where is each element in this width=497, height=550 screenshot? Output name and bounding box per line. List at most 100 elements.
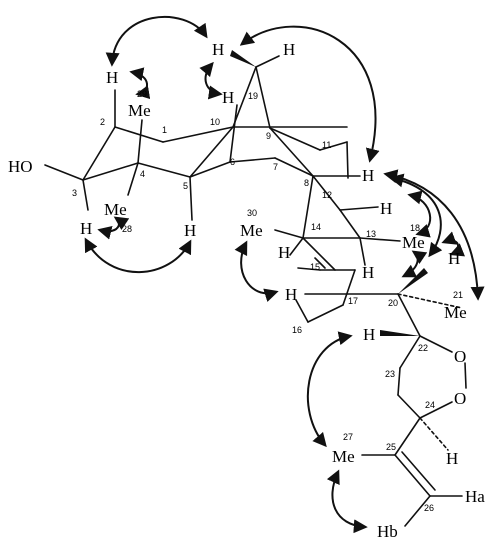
label-h-me18: H: [448, 249, 460, 268]
bond-c5-h: [189, 176, 193, 221]
label-hb: Hb: [377, 522, 398, 541]
label-h-c10: H: [222, 88, 234, 107]
locant-18: 18: [410, 223, 420, 233]
locant-8: 8: [304, 178, 309, 188]
bond-c2-c1: [114, 126, 164, 143]
locant-21: 21: [453, 290, 463, 300]
label-h-c12: H: [380, 199, 392, 218]
wedge-c20-h: [398, 268, 428, 294]
label-me-28: Me: [104, 200, 127, 219]
label-h-c16: H: [285, 285, 297, 304]
locant-24: 24: [425, 400, 435, 410]
noe-me18-h20: [441, 231, 466, 257]
noe-h3-h5: [84, 237, 192, 274]
locant-19: 19: [248, 91, 258, 101]
noe-h3-me28: [97, 216, 130, 240]
label-h-c5: H: [184, 221, 196, 240]
label-ho: HO: [8, 157, 33, 176]
locant-28: 28: [122, 224, 132, 234]
bond-c23-c24a: [397, 367, 401, 396]
bond-c17-c16: [342, 269, 356, 306]
bond-c12-h: [339, 206, 379, 211]
bond-c8-c12: [312, 175, 341, 211]
label-h-c19a: H: [212, 40, 224, 59]
locant-7: 7: [273, 162, 278, 172]
locant-14: 14: [311, 222, 321, 232]
bond-o-o: [464, 362, 467, 389]
noe-h2-me29: [129, 67, 151, 100]
bond-o-c3: [44, 164, 84, 181]
locant-12: 12: [322, 190, 332, 200]
bond-c8-c14: [302, 175, 314, 239]
locant-10: 10: [210, 117, 220, 127]
noe-h19-h8: [239, 25, 380, 163]
label-me-21: Me: [444, 303, 467, 322]
bond-c15-c16a: [297, 267, 321, 271]
bond-c22-c23: [399, 335, 421, 369]
bond-c4-me29: [137, 119, 143, 164]
bond-c25-c26a: [394, 454, 431, 497]
bond-c9-c11: [269, 127, 321, 151]
locant-11: 11: [322, 140, 331, 150]
locant-6: 6: [230, 157, 235, 167]
noe-me30-h16: [234, 240, 279, 302]
label-me-30: Me: [240, 221, 263, 240]
label-o-1: O: [454, 347, 466, 366]
noe-h15-me18: [401, 250, 428, 278]
bond-c14-h: [289, 237, 304, 256]
bond-c19-c9: [255, 66, 271, 129]
atom-labels: HO H Me Me H H H H H H H Me H Me H H H M…: [8, 40, 485, 541]
label-o-2: O: [454, 389, 466, 408]
locant-29: 29: [137, 89, 147, 99]
hash-c24-h: [419, 417, 449, 451]
bond-c22-o: [419, 335, 453, 353]
locant-27: 27: [343, 432, 353, 442]
noe-h8-me21: [383, 169, 485, 301]
locant-15: 15: [310, 262, 320, 272]
locant-5: 5: [183, 181, 188, 191]
label-h-c24: H: [446, 449, 458, 468]
noe-h19-h10: [199, 61, 223, 100]
bond-c25-c26b: [401, 451, 436, 491]
bond-c6-c10: [229, 104, 238, 163]
bond-c12-c13: [339, 209, 361, 239]
locant-numbers: 1 2 3 4 5 6 7 8 9 10 11 12 13 14 15 16 1…: [72, 89, 463, 513]
locant-1: 1: [162, 125, 167, 135]
locant-13: 13: [366, 229, 376, 239]
bond-c4-c5: [137, 162, 191, 178]
label-h-c2: H: [106, 68, 118, 87]
wedge-c19-h: [230, 50, 256, 67]
bond-c14-me30: [274, 229, 304, 239]
bond-c13-c17a: [359, 237, 366, 266]
bond-c3-c4: [82, 162, 139, 181]
label-h-c15: H: [362, 263, 374, 282]
locant-16: 16: [292, 325, 302, 335]
bond-c24-c25: [394, 417, 421, 456]
bond-c1-c10: [162, 126, 234, 143]
hash-c20-me21: [397, 293, 463, 309]
noe-h22-me27: [306, 331, 353, 448]
locant-9: 9: [266, 131, 271, 141]
locant-30: 30: [247, 208, 257, 218]
noe-h12-me18: [407, 190, 432, 238]
locant-4: 4: [140, 169, 145, 179]
label-h-c19b: H: [283, 40, 295, 59]
bond-c6-c7: [229, 157, 276, 163]
locant-3: 3: [72, 188, 77, 198]
bond-c19-h2: [255, 55, 280, 68]
label-h-c14: H: [278, 243, 290, 262]
locant-23: 23: [385, 369, 395, 379]
bond-c23-c24b: [397, 394, 421, 419]
locant-25: 25: [386, 442, 396, 452]
bond-c15-link: [314, 257, 326, 269]
label-h-c22: H: [363, 325, 375, 344]
locant-26: 26: [424, 503, 434, 513]
skeleton-bonds: [44, 50, 467, 527]
bond-c5-c6: [189, 161, 231, 178]
bond-c16-h: [295, 299, 309, 323]
label-me-18: Me: [402, 233, 425, 252]
bond-c7-c8: [274, 157, 314, 177]
noe-h2-h19: [105, 15, 208, 67]
bond-c16-c15: [307, 304, 344, 323]
